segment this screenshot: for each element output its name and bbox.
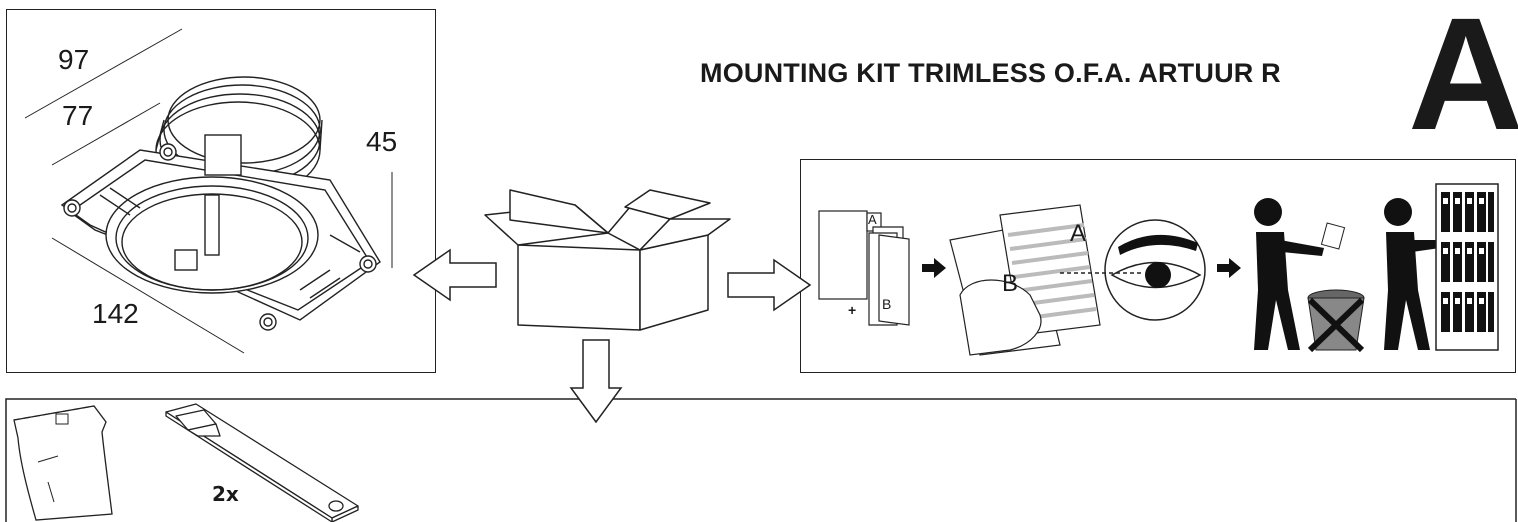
arrow-small-1-icon xyxy=(922,258,946,278)
arrow-small-2-icon xyxy=(1217,258,1241,278)
dimension-142: 142 xyxy=(92,298,139,329)
no-trash-icon xyxy=(1254,198,1365,353)
sheet-label-a: A xyxy=(1070,220,1087,247)
read-instructions-icon xyxy=(949,204,1101,356)
section-letter: A xyxy=(1408,0,1518,163)
dimension-lines xyxy=(24,28,393,354)
documents-icon xyxy=(818,210,910,326)
dimension-97: 97 xyxy=(58,44,90,75)
arrow-left-icon xyxy=(412,248,497,302)
ziplock-bag-icon xyxy=(13,405,113,521)
arrow-down-icon xyxy=(569,339,623,424)
dimension-45: 45 xyxy=(366,126,398,157)
dimension-77: 77 xyxy=(62,100,94,131)
doc-label-b: B xyxy=(882,296,892,312)
doc-label-a: A xyxy=(868,212,877,227)
sheet-label-b: B xyxy=(1002,270,1019,297)
spacer-tool-icon xyxy=(165,403,359,522)
doc-plus: + xyxy=(848,302,857,318)
spacer-quantity: 2x xyxy=(212,482,239,506)
fixture-icon xyxy=(60,76,381,331)
arrow-right-icon xyxy=(727,258,812,312)
box-icon xyxy=(484,189,731,331)
eye-icon xyxy=(1060,219,1206,321)
archive-icon xyxy=(1384,183,1499,351)
page-title: MOUNTING KIT TRIMLESS O.F.A. ARTUUR R xyxy=(700,58,1281,88)
